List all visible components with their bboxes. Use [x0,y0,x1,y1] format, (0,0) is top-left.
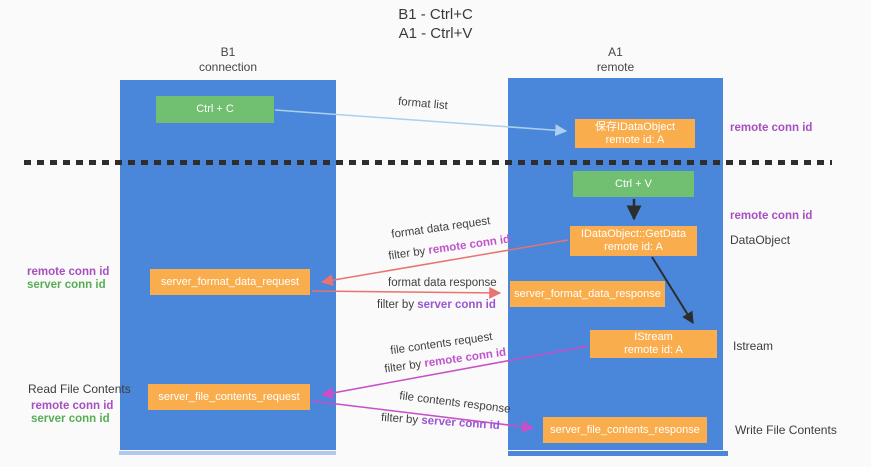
label-format-list: format list [397,95,449,113]
left-note-remote-conn-id-1: remote conn id [27,266,110,278]
lane-b1-role: connection [198,60,258,74]
format-data-response-arrow [311,286,502,299]
diagram-title: B1 - Ctrl+C A1 - Ctrl+V [0,5,871,43]
node-server-file-contents-response-label: server_file_contents_response [550,423,700,436]
node-ctrl-c: Ctrl + C [156,96,274,123]
server-conn-id-highlight: server conn id [417,299,496,311]
node-server-file-contents-request: server_file_contents_request [148,384,310,410]
node-ctrl-v-label: Ctrl + V [615,177,652,190]
lane-a1-role: remote [596,60,635,74]
label-filter-by-server-conn-id-2: filter by server conn id [381,412,500,432]
node-save-idataobject: 保存IDataObject remote id: A [575,119,695,148]
node-getdata-line1: IDataObject::GetData [580,228,687,240]
lane-header-a1: A1 remote [508,45,723,75]
label-format-data-request: format data request [390,215,492,241]
lane-a1-bottom-strip [508,451,728,456]
node-ctrl-c-label: Ctrl + C [196,103,234,115]
right-note-remote-conn-id-1: remote conn id [730,122,813,134]
right-note-write-file-contents: Write File Contents [735,423,837,437]
filter-prefix: filter by [377,299,418,311]
left-note-read-file-contents: Read File Contents [28,382,131,396]
filter-prefix: filter by [383,357,426,376]
filter-prefix: filter by [387,244,430,263]
node-save-idataobject-line1: 保存IDataObject [594,120,676,133]
label-file-contents-response: file contents response [398,390,512,416]
title-line-2: A1 - Ctrl+V [398,25,473,42]
left-note-server-conn-id-2: server conn id [31,413,110,425]
node-idataobject-getdata: IDataObject::GetData remote id: A [570,226,697,256]
node-server-format-data-response: server_format_data_response [510,281,665,307]
node-istream: IStream remote id: A [590,330,717,358]
node-istream-line1: IStream [634,331,673,343]
right-note-remote-conn-id-2: remote conn id [730,210,813,222]
node-getdata-line2: remote id: A [604,241,663,253]
dashed-separator-line [24,160,832,165]
title-line-1: B1 - Ctrl+C [398,6,473,23]
node-save-idataobject-line2: remote id: A [605,133,665,146]
lane-header-b1: B1 connection [120,45,336,75]
filter-prefix: filter by [380,411,422,427]
left-note-remote-conn-id-2: remote conn id [31,400,114,412]
node-server-file-contents-response: server_file_contents_response [543,417,707,443]
server-conn-id-highlight: server conn id [420,414,501,433]
right-note-istream: Istream [733,339,774,353]
lane-b1-bottom-strip [119,451,336,455]
node-istream-line2: remote id: A [624,344,683,356]
lane-a1-name: A1 [608,45,623,59]
node-server-format-data-request-label: server_format_data_request [160,275,300,288]
remote-conn-id-highlight: remote conn id [427,233,511,257]
node-server-format-data-request: server_format_data_request [150,269,310,295]
lane-b1-name: B1 [220,45,236,59]
node-server-file-contents-request-label: server_file_contents_request [158,390,300,403]
label-format-data-response: format data response [388,277,497,289]
left-note-server-conn-id-1: server conn id [27,279,106,291]
node-server-format-data-response-label: server_format_data_response [514,287,661,300]
label-filter-by-server-conn-id-1: filter by server conn id [377,299,496,311]
node-ctrl-v: Ctrl + V [573,171,694,197]
right-note-dataobject: DataObject [730,233,791,247]
